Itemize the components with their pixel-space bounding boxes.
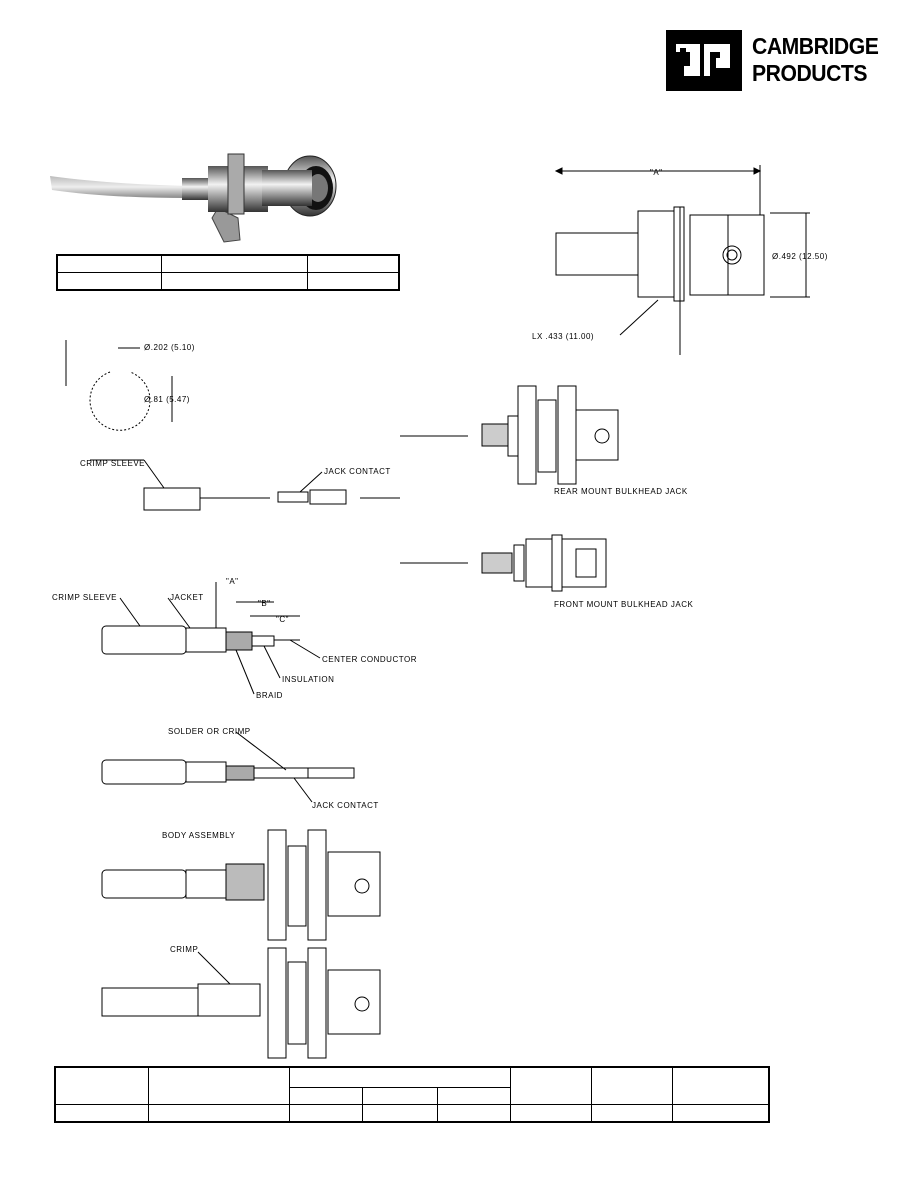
dim-c-label: "C" bbox=[276, 615, 289, 624]
dim-b-label: "B" bbox=[258, 599, 271, 608]
dia-large-label: Ø.81 (5.47) bbox=[144, 395, 190, 404]
dimension-drawing: "A" Ø.492 (12.50) LX .433 (11.00) bbox=[520, 155, 860, 360]
assembly-step-4: CRIMP bbox=[50, 940, 390, 1060]
crimp-label: CRIMP bbox=[170, 945, 198, 954]
solder-or-crimp-label: SOLDER OR CRIMP bbox=[168, 727, 251, 736]
body-assembly-label: BODY ASSEMBLY bbox=[162, 831, 236, 840]
crimp-sleeve-step1: CRIMP SLEEVE bbox=[52, 593, 117, 602]
product-photo bbox=[48, 148, 348, 248]
table-row bbox=[54, 1104, 770, 1123]
rear-mount-label: REAR MOUNT BULKHEAD JACK bbox=[554, 487, 688, 496]
table-row bbox=[56, 272, 400, 291]
logo-mark-icon bbox=[666, 30, 742, 91]
jack-contact-step2: JACK CONTACT bbox=[312, 801, 379, 810]
table-row bbox=[54, 1066, 770, 1105]
jack-contact-label: JACK CONTACT bbox=[324, 467, 391, 476]
brand-name-line2: PRODUCTS bbox=[752, 60, 868, 86]
table-row bbox=[55, 1086, 769, 1106]
brand-name-line1: CAMBRIDGE bbox=[752, 33, 879, 59]
jacket-label: JACKET bbox=[170, 593, 204, 602]
part-number-table bbox=[56, 254, 400, 291]
assembly-step-2: SOLDER OR CRIMP JACK CONTACT bbox=[50, 722, 430, 812]
dim-a-step1: "A" bbox=[226, 577, 239, 586]
front-mount-label: FRONT MOUNT BULKHEAD JACK bbox=[554, 600, 693, 609]
assembly-step-1: CRIMP SLEEVE JACKET "A" "B" "C" CENTER C… bbox=[50, 574, 430, 704]
loose-parts: CRIMP SLEEVE JACK CONTACT bbox=[60, 450, 420, 520]
dim-a-label: "A" bbox=[650, 168, 663, 177]
company-logo bbox=[666, 30, 742, 91]
front-mount-jack-drawing: FRONT MOUNT BULKHEAD JACK bbox=[398, 525, 698, 615]
assembly-step-3: BODY ASSEMBLY bbox=[50, 826, 390, 946]
crimp-sleeve-label: CRIMP SLEEVE bbox=[80, 459, 145, 468]
dia-small-label: Ø.202 (5.10) bbox=[144, 343, 195, 352]
braid-label: BRAID bbox=[256, 691, 283, 700]
table-row bbox=[56, 254, 400, 273]
rear-mount-jack-drawing: REAR MOUNT BULKHEAD JACK bbox=[398, 380, 698, 500]
specification-table bbox=[54, 1066, 770, 1123]
center-conductor-label: CENTER CONDUCTOR bbox=[322, 655, 417, 664]
cable-end-view: Ø.202 (5.10) Ø.81 (5.47) bbox=[40, 336, 260, 436]
diameter-label: Ø.492 (12.50) bbox=[772, 252, 828, 261]
brand-name: CAMBRIDGE PRODUCTS bbox=[752, 33, 879, 87]
thread-label: LX .433 (11.00) bbox=[532, 332, 594, 341]
insulation-label: INSULATION bbox=[282, 675, 334, 684]
